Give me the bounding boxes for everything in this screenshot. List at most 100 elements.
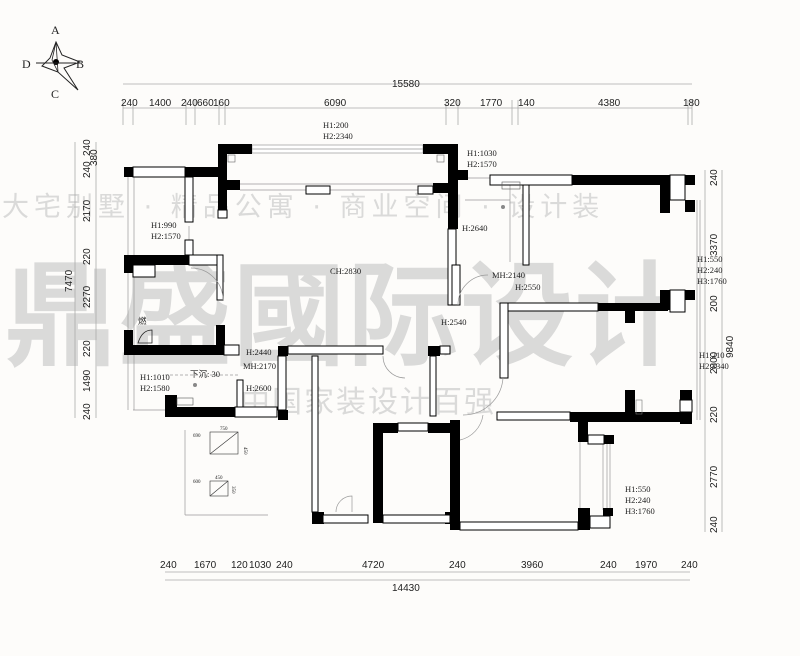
height-label: H:2600 bbox=[246, 383, 272, 393]
window-height-label: H2:1570 bbox=[467, 159, 497, 169]
detail-dimension: 350 bbox=[230, 486, 235, 494]
partition-walls bbox=[132, 166, 693, 531]
compass-north-label: A bbox=[51, 23, 60, 37]
dimension-label: 1030 bbox=[249, 560, 272, 571]
dimension-label: 220 bbox=[82, 248, 93, 265]
window-height-label: H2:240 bbox=[625, 495, 651, 505]
window-height-label: H2:1570 bbox=[151, 231, 181, 241]
compass-west-label: D bbox=[22, 57, 31, 71]
right-dimensions: 9840 240 3370 200 2800 220 2770 240 bbox=[709, 169, 736, 533]
drain-icon bbox=[501, 205, 505, 209]
window-height-label: H2:2340 bbox=[323, 131, 353, 141]
detail-dimension: 600 bbox=[193, 480, 201, 485]
height-label: MH:2170 bbox=[243, 361, 276, 371]
dimension-label: 320 bbox=[444, 98, 461, 109]
top-total-dimension: 15580 bbox=[392, 79, 420, 90]
door-swings bbox=[190, 267, 504, 513]
dimension-label: 240 bbox=[709, 169, 720, 186]
stove-icon bbox=[176, 397, 194, 406]
window-height-label: H1:550 bbox=[625, 484, 651, 494]
left-dimensions: 7470 240 380 240 2170 220 2270 220 1490 … bbox=[64, 139, 100, 420]
sink-icon bbox=[501, 181, 521, 190]
dimension-label: 220 bbox=[709, 406, 720, 423]
detail-dimension: 450 bbox=[215, 476, 223, 481]
height-label: MH:2140 bbox=[492, 270, 525, 280]
detail-dimension: 690 bbox=[193, 434, 201, 439]
dimension-label: 2800 bbox=[709, 351, 720, 374]
dimension-label: 240 bbox=[82, 139, 93, 156]
window-height-label: H1:550 bbox=[697, 254, 723, 264]
ceiling-height-label: CH:2830 bbox=[330, 266, 361, 276]
annotations: H1:200 H2:2340 H1:1030 H2:1570 H1:990 H2… bbox=[138, 120, 729, 516]
dimension-label: 140 bbox=[518, 98, 535, 109]
compass-east-label: B bbox=[76, 57, 84, 71]
watermark: 大宅别墅 · 精品公寓 · 商业空间 · 设计装 鼎盛國际设计 中国家装设计百强 bbox=[2, 192, 689, 420]
detail-sketch: 750 450 690 450 350 600 bbox=[193, 427, 247, 497]
dimension-label: 240 bbox=[709, 516, 720, 533]
left-total-dimension: 7470 bbox=[64, 269, 75, 292]
bottom-dimensions: 14430 240 1670 120 1030 240 4720 240 396… bbox=[160, 560, 698, 594]
water-heater-icon bbox=[137, 329, 153, 344]
detail-dimension: 750 bbox=[220, 427, 228, 432]
dimension-label: 240 bbox=[681, 560, 698, 571]
window-height-label: H1:1010 bbox=[140, 372, 170, 382]
detail-dimension: 450 bbox=[242, 447, 247, 455]
sunken-floor-label: 下沉: 30 bbox=[190, 369, 220, 379]
dimension-label: 380 bbox=[89, 149, 100, 166]
window-height-label: H2:240 bbox=[697, 265, 723, 275]
dimension-label: 120 bbox=[231, 560, 248, 571]
dimension-label: 220 bbox=[82, 340, 93, 357]
dimension-label: 240 bbox=[82, 161, 93, 178]
dimension-label: 660 bbox=[197, 98, 214, 109]
window-height-label: H1:990 bbox=[151, 220, 177, 230]
dimension-label: 1490 bbox=[82, 369, 93, 392]
height-label: H:2440 bbox=[246, 347, 272, 357]
dimension-label: 200 bbox=[709, 295, 720, 312]
dimension-label: 180 bbox=[683, 98, 700, 109]
dimension-label: 160 bbox=[213, 98, 230, 109]
structural-walls bbox=[124, 144, 695, 530]
door-height-label: H1:210 bbox=[699, 350, 725, 360]
dimension-label: 2170 bbox=[82, 199, 93, 222]
height-label: H:2550 bbox=[515, 282, 541, 292]
watermark-tagline: 大宅别墅 · 精品公寓 · 商业空间 · 设计装 bbox=[2, 192, 604, 223]
window-height-label: H1:200 bbox=[323, 120, 349, 130]
compass-icon: A B C D bbox=[22, 23, 84, 101]
height-label: H:2640 bbox=[462, 223, 488, 233]
dimension-label: 1770 bbox=[480, 98, 503, 109]
dimension-label: 240 bbox=[160, 560, 177, 571]
dimension-label: 1400 bbox=[149, 98, 172, 109]
gas-label: 燃 bbox=[138, 316, 147, 326]
dimension-label: 240 bbox=[449, 560, 466, 571]
dimension-label: 240 bbox=[181, 98, 198, 109]
compass-south-label: C bbox=[51, 87, 59, 101]
window-height-label: H3:1760 bbox=[697, 276, 727, 286]
height-label: H:2540 bbox=[441, 317, 467, 327]
window-height-label: H2:1580 bbox=[140, 383, 170, 393]
dimension-label: 240 bbox=[82, 403, 93, 420]
drain-icon bbox=[193, 383, 197, 387]
column-marker-icon bbox=[436, 154, 445, 163]
dimension-label: 4720 bbox=[362, 560, 385, 571]
watermark-brand: 鼎盛國际设计 bbox=[5, 252, 689, 382]
fixtures bbox=[137, 154, 643, 415]
dimension-label: 240 bbox=[276, 560, 293, 571]
dimension-label: 240 bbox=[600, 560, 617, 571]
dimension-label: 6090 bbox=[324, 98, 347, 109]
dimension-label: 1970 bbox=[635, 560, 658, 571]
window-height-label: H3:1760 bbox=[625, 506, 655, 516]
dimension-label: 2770 bbox=[709, 465, 720, 488]
dimension-label: 3960 bbox=[521, 560, 544, 571]
door-height-label: H2:2340 bbox=[699, 361, 729, 371]
column-marker-icon bbox=[227, 154, 236, 163]
bottom-total-dimension: 14430 bbox=[392, 583, 420, 594]
dimension-label: 2270 bbox=[82, 285, 93, 308]
right-total-dimension: 9840 bbox=[725, 335, 736, 358]
dimension-label: 1670 bbox=[194, 560, 217, 571]
dimension-label: 4380 bbox=[598, 98, 621, 109]
top-dimensions: 15580 240 1400 240 660 160 6090 320 1770… bbox=[121, 79, 700, 109]
dimension-lines bbox=[74, 83, 723, 581]
windows-and-outlines bbox=[127, 144, 701, 516]
window-height-label: H1:1030 bbox=[467, 148, 497, 158]
